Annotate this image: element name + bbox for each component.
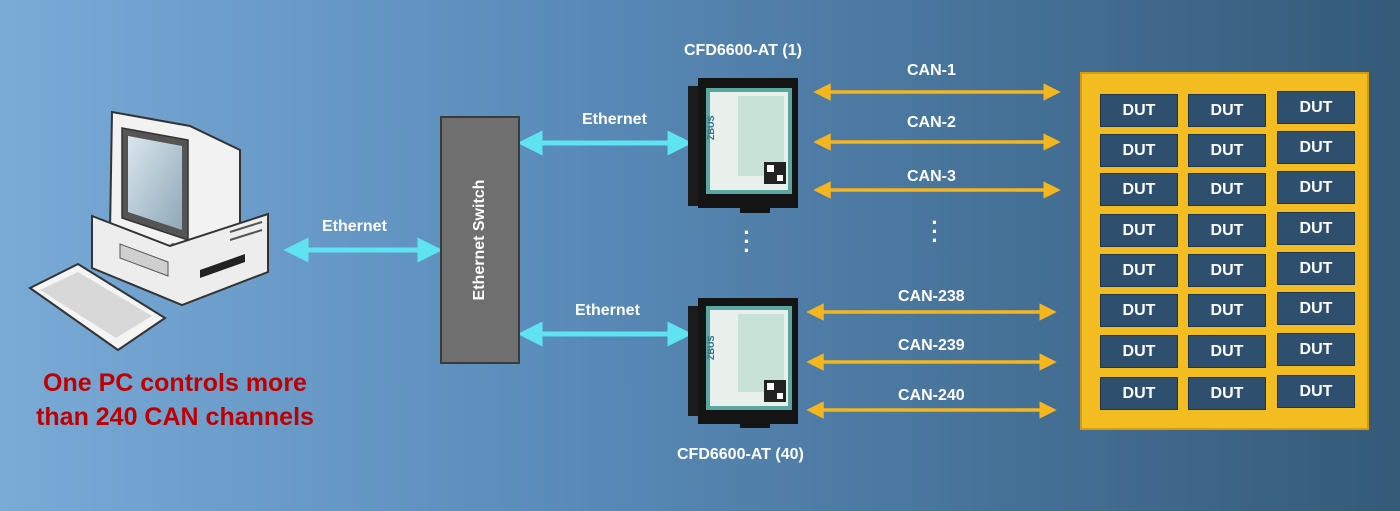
can-label-2: CAN-2 <box>907 114 956 131</box>
computer-icon <box>28 110 269 352</box>
can-label-1: CAN-1 <box>907 62 956 79</box>
pc-caption-line2: than 240 CAN channels <box>36 403 314 431</box>
dut-box: DUT <box>1100 94 1178 127</box>
devices-ellipsis: ··· <box>743 220 751 263</box>
device-cfd6600-40 <box>688 298 798 428</box>
can-label-239: CAN-239 <box>898 337 965 354</box>
dut-box: DUT <box>1100 294 1178 327</box>
dut-box: DUT <box>1277 375 1355 408</box>
dut-box: DUT <box>1100 377 1178 410</box>
dut-box: DUT <box>1277 131 1355 164</box>
device-cfd6600-1 <box>688 78 798 213</box>
dut-box: DUT <box>1277 252 1355 285</box>
dut-box: DUT <box>1100 214 1178 247</box>
device-1-brand: ZBUS <box>706 115 716 141</box>
dut-box: DUT <box>1277 292 1355 325</box>
dut-box: DUT <box>1277 212 1355 245</box>
dut-box: DUT <box>1188 335 1266 368</box>
dut-box: DUT <box>1277 333 1355 366</box>
dut-box: DUT <box>1188 254 1266 287</box>
device-label-bottom: CFD6600-AT (40) <box>677 446 804 463</box>
channels-ellipsis: ··· <box>931 210 939 253</box>
dut-box: DUT <box>1188 134 1266 167</box>
pc-caption: One PC controls more than 240 CAN channe… <box>10 366 340 434</box>
device-label-top: CFD6600-AT (1) <box>684 42 802 59</box>
dut-box: DUT <box>1100 173 1178 206</box>
can-label-240: CAN-240 <box>898 387 965 404</box>
ethernet-switch: Ethernet Switch <box>440 116 520 364</box>
ethernet-label-pc: Ethernet <box>322 218 387 235</box>
dut-box: DUT <box>1277 171 1355 204</box>
dut-box: DUT <box>1100 254 1178 287</box>
dut-box: DUT <box>1188 94 1266 127</box>
dut-box: DUT <box>1100 335 1178 368</box>
dut-box: DUT <box>1277 91 1355 124</box>
dut-box: DUT <box>1188 214 1266 247</box>
device-40-brand: ZBUS <box>706 335 716 361</box>
pc-caption-line1: One PC controls more <box>43 369 307 397</box>
ethernet-label-device40: Ethernet <box>575 302 640 319</box>
can-label-3: CAN-3 <box>907 168 956 185</box>
dut-box: DUT <box>1188 173 1266 206</box>
can-label-238: CAN-238 <box>898 288 965 305</box>
dut-box: DUT <box>1188 294 1266 327</box>
dut-panel: DUT DUT DUT DUT DUT DUT DUT DUT DUT DUT … <box>1080 72 1369 430</box>
dut-box: DUT <box>1100 134 1178 167</box>
ethernet-switch-label: Ethernet Switch <box>471 179 488 301</box>
dut-box: DUT <box>1188 377 1266 410</box>
ethernet-label-device1: Ethernet <box>582 111 647 128</box>
